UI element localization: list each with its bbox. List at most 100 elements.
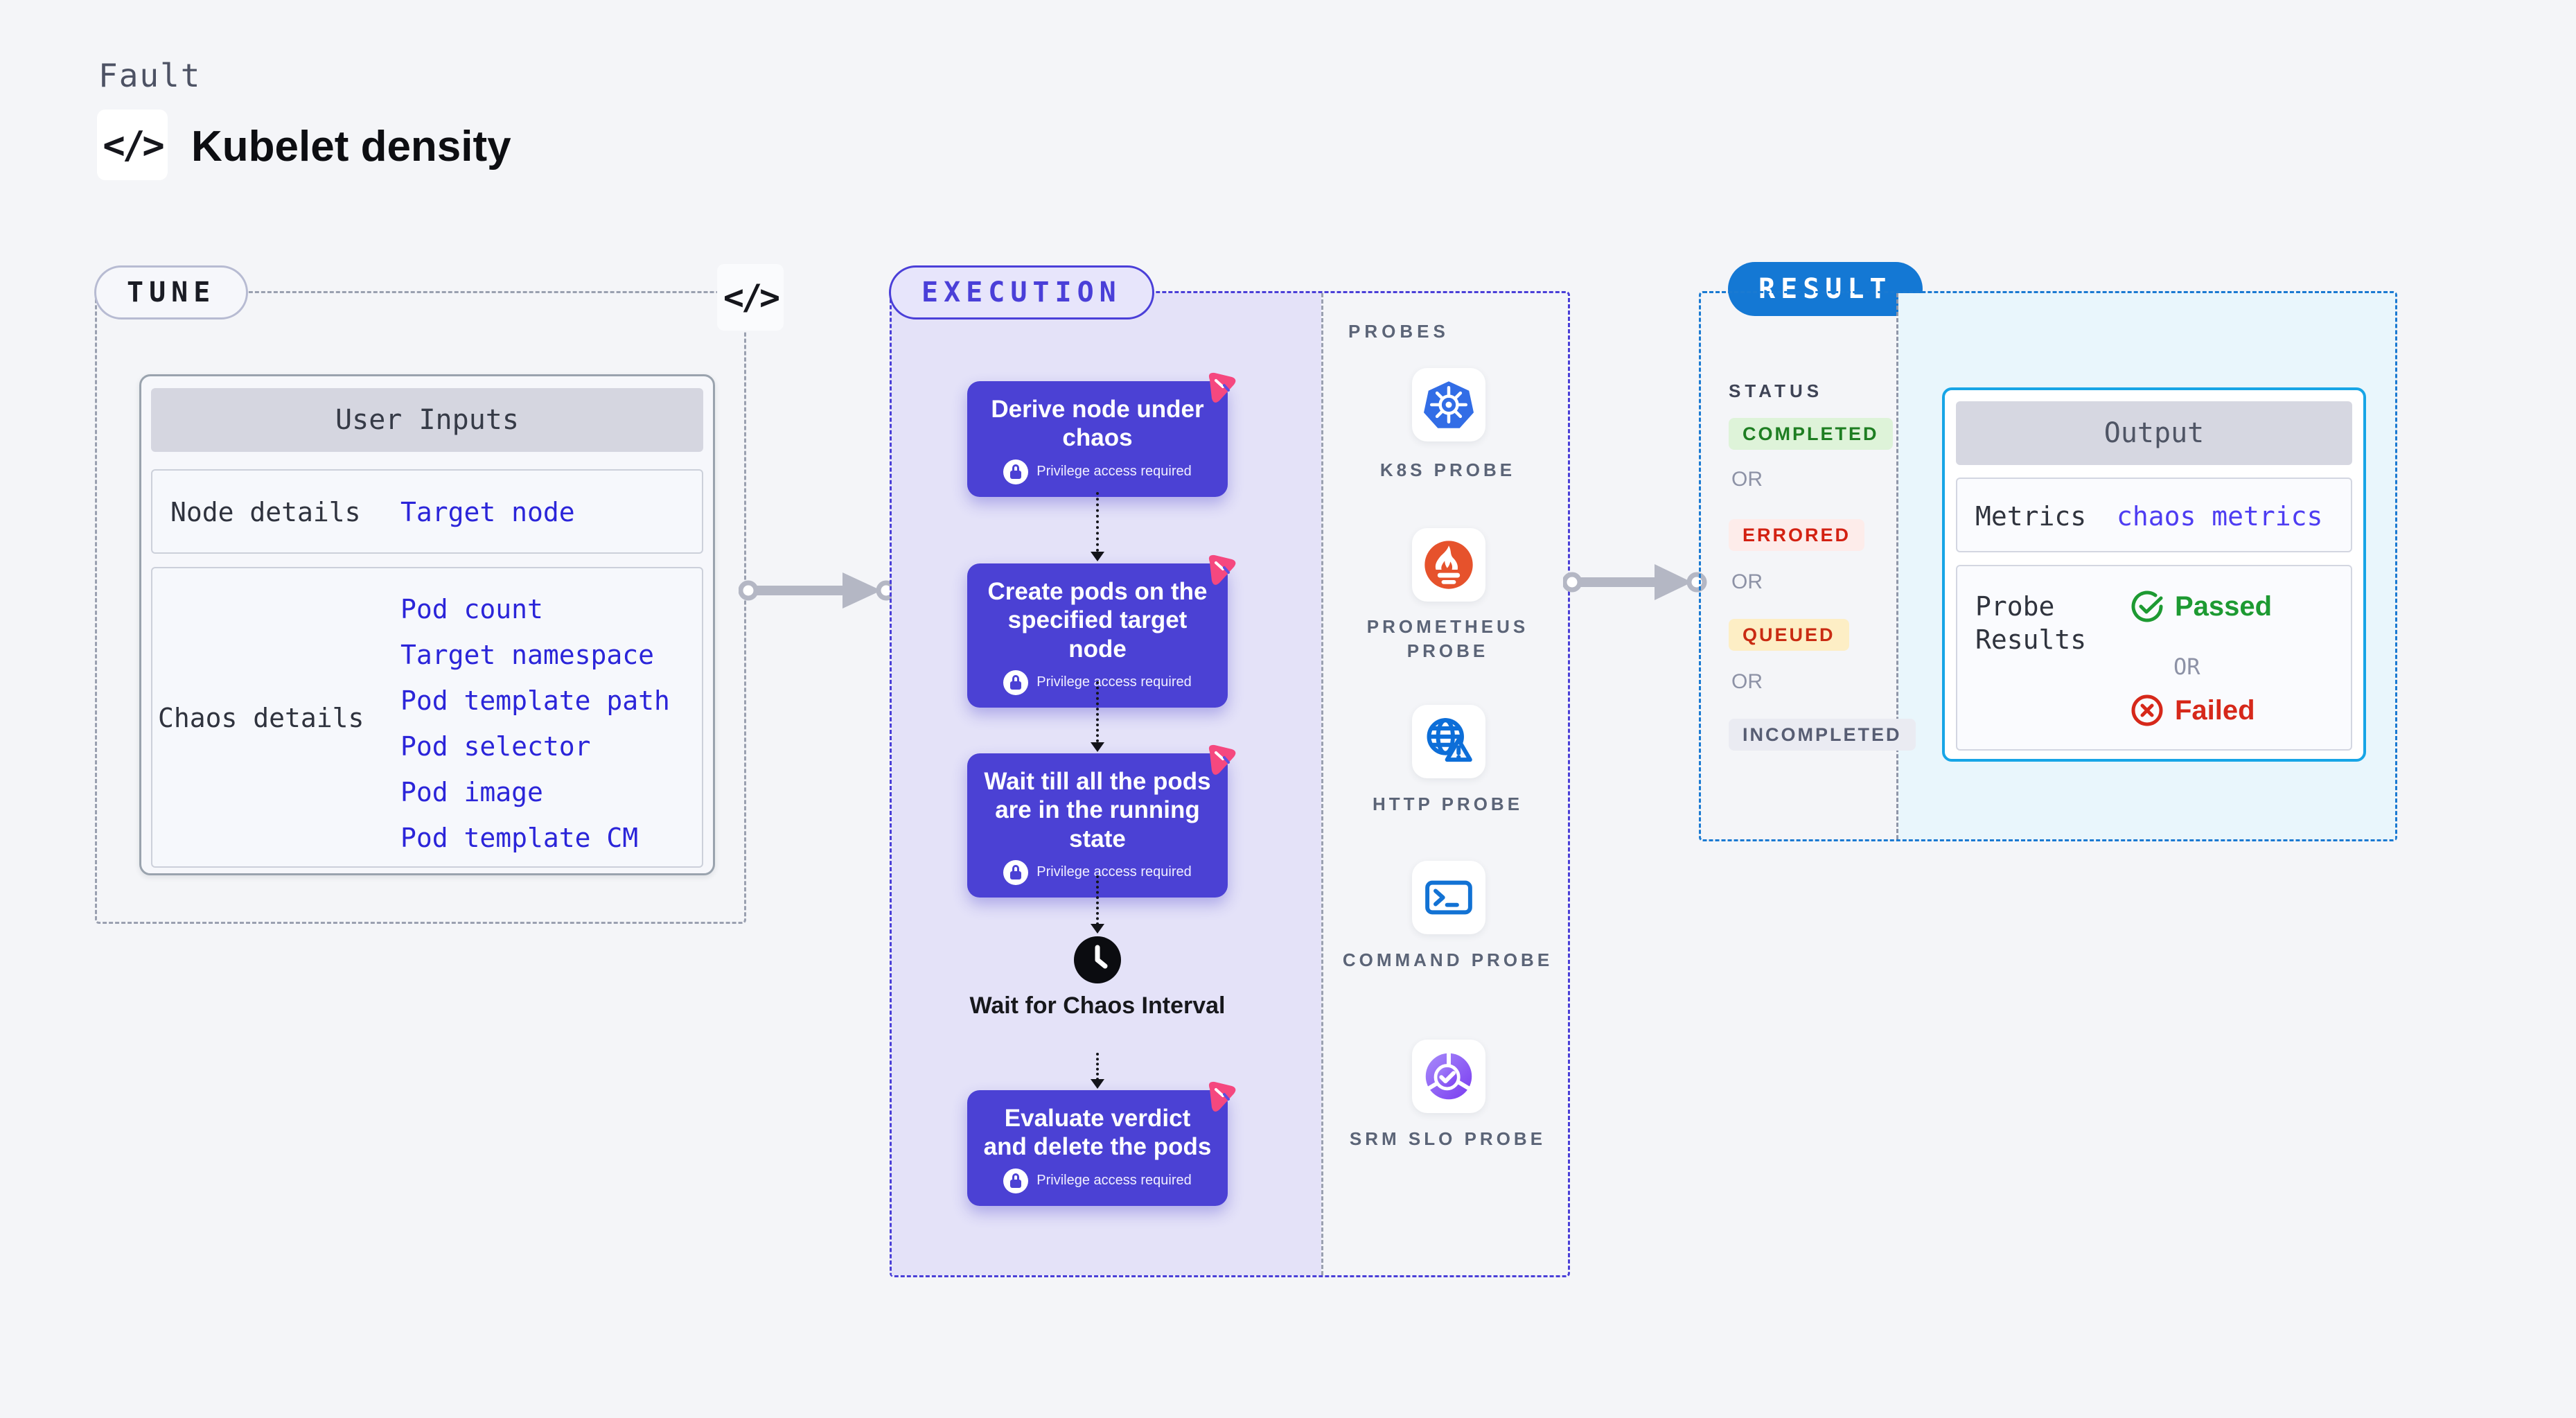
metrics-row: Metrics chaos metrics bbox=[1956, 478, 2352, 552]
litmus-icon bbox=[1208, 744, 1236, 775]
step-derive-node: Derive node under chaos Privilege access… bbox=[967, 372, 1236, 497]
kubernetes-icon bbox=[1424, 381, 1474, 428]
arrow-down-icon bbox=[1091, 924, 1104, 934]
probes-heading: PROBES bbox=[1348, 321, 1449, 342]
arrow-down-icon bbox=[1091, 552, 1104, 561]
command-probe-label: COMMAND PROBE bbox=[1342, 949, 1553, 970]
privilege-note: Privilege access required bbox=[980, 859, 1215, 885]
flow-connector bbox=[1096, 875, 1099, 925]
step-title: Derive node under chaos bbox=[991, 396, 1204, 452]
step-title: Create pods on the specified target node bbox=[987, 578, 1208, 663]
privilege-text: Privilege access required bbox=[1036, 864, 1192, 880]
privilege-note: Privilege access required bbox=[980, 669, 1215, 695]
globe-warning-icon bbox=[1427, 718, 1472, 762]
x-circle-icon bbox=[2131, 694, 2163, 726]
slo-donut-check-icon bbox=[1425, 1052, 1472, 1100]
privilege-note: Privilege access required bbox=[980, 1168, 1215, 1193]
privilege-text: Privilege access required bbox=[1036, 464, 1192, 480]
execution-to-result-arrow bbox=[1563, 564, 1707, 600]
code-icon: </> bbox=[97, 110, 168, 180]
http-probe-label: HTTP PROBE bbox=[1372, 794, 1524, 814]
step-wait-pods-running: Wait till all the pods are in the runnin… bbox=[967, 744, 1236, 898]
output-card: Output Metrics chaos metrics Probe Resul… bbox=[1942, 387, 2366, 762]
node-details-row: Node details Target node bbox=[151, 469, 703, 554]
output-title: Output bbox=[1956, 401, 2352, 465]
probes-divider bbox=[1321, 293, 1323, 1275]
arrow-down-icon bbox=[1091, 742, 1104, 752]
user-inputs-card: User Inputs Node details Target node Cha… bbox=[139, 374, 715, 875]
tune-to-execution-arrow bbox=[739, 572, 897, 609]
chaos-metrics-link[interactable]: chaos metrics bbox=[2117, 501, 2323, 532]
lock-icon bbox=[1003, 1168, 1029, 1193]
privilege-text: Privilege access required bbox=[1036, 674, 1192, 690]
flow-connector bbox=[1096, 492, 1099, 552]
arrow-down-icon bbox=[1091, 1079, 1104, 1089]
page-title: Kubelet density bbox=[191, 123, 511, 170]
fault-eyebrow: Fault bbox=[98, 57, 202, 94]
srm-slo-probe-label: SRM SLO PROBE bbox=[1349, 1128, 1546, 1149]
litmus-icon bbox=[1208, 372, 1236, 403]
pod-template-path-link[interactable]: Pod template path bbox=[400, 685, 670, 716]
metrics-label: Metrics bbox=[1975, 501, 2087, 532]
status-or: OR bbox=[1731, 570, 1763, 593]
result-section: STATUS COMPLETED OR ERRORED OR QUEUED OR… bbox=[1699, 291, 2397, 841]
passed-label: Passed bbox=[2175, 590, 2273, 622]
prometheus-icon bbox=[1424, 541, 1473, 589]
privilege-text: Privilege access required bbox=[1036, 1173, 1192, 1189]
prometheus-probe-card bbox=[1412, 528, 1485, 602]
passed-verdict: Passed bbox=[2131, 590, 2272, 623]
lock-icon bbox=[1003, 669, 1029, 695]
wait-chaos-interval-label: Wait for Chaos Interval bbox=[969, 992, 1226, 1019]
clock-icon bbox=[1074, 936, 1121, 983]
k8s-probe-card bbox=[1412, 368, 1485, 441]
command-probe-card bbox=[1412, 861, 1485, 934]
status-or: OR bbox=[1731, 670, 1763, 693]
terminal-icon bbox=[1425, 880, 1472, 915]
target-namespace-link[interactable]: Target namespace bbox=[400, 640, 655, 670]
lock-icon bbox=[1003, 859, 1029, 885]
user-inputs-title: User Inputs bbox=[151, 388, 703, 452]
status-heading: STATUS bbox=[1729, 380, 1824, 401]
flow-connector bbox=[1096, 681, 1099, 742]
execution-badge: EXECUTION bbox=[889, 265, 1154, 320]
tune-badge: TUNE bbox=[94, 265, 249, 320]
result-badge: RESULT bbox=[1728, 262, 1923, 316]
node-details-label: Node details bbox=[170, 497, 361, 527]
target-node-link[interactable]: Target node bbox=[400, 497, 575, 527]
chaos-details-row: Chaos details Pod count Target namespace… bbox=[151, 567, 703, 868]
prometheus-probe-label: PROMETHEUS PROBE bbox=[1366, 616, 1529, 661]
status-badge-completed: COMPLETED bbox=[1729, 418, 1893, 450]
tune-code-icon: </> bbox=[717, 264, 784, 331]
litmus-icon bbox=[1208, 554, 1236, 585]
failed-label: Failed bbox=[2175, 694, 2255, 726]
chaos-details-label: Chaos details bbox=[158, 703, 364, 733]
srm-slo-probe-card bbox=[1412, 1040, 1485, 1113]
pod-count-link[interactable]: Pod count bbox=[400, 594, 543, 624]
step-title: Evaluate verdict and delete the pods bbox=[983, 1105, 1212, 1161]
pod-template-cm-link[interactable]: Pod template CM bbox=[400, 823, 639, 853]
result-divider bbox=[1896, 293, 1898, 839]
flow-connector bbox=[1096, 1053, 1099, 1080]
check-circle-icon bbox=[2131, 590, 2163, 622]
status-or: OR bbox=[1731, 468, 1763, 491]
step-title: Wait till all the pods are in the runnin… bbox=[984, 768, 1211, 852]
pod-image-link[interactable]: Pod image bbox=[400, 777, 543, 807]
chaos-details-values: Pod count Target namespace Pod template … bbox=[400, 586, 670, 861]
status-badge-incompleted: INCOMPLETED bbox=[1729, 719, 1916, 751]
probe-results-label: Probe Results bbox=[1975, 591, 2087, 655]
privilege-note: Privilege access required bbox=[980, 459, 1215, 484]
tune-section: TUNE </> User Inputs Node details Target… bbox=[94, 264, 784, 924]
failed-verdict: Failed bbox=[2131, 694, 2255, 727]
pod-selector-link[interactable]: Pod selector bbox=[400, 731, 591, 762]
verdict-or: OR bbox=[2173, 654, 2200, 680]
execution-section: EXECUTION Derive node under chaos Privil… bbox=[889, 265, 1572, 1277]
k8s-probe-label: K8S PROBE bbox=[1379, 459, 1516, 480]
lock-icon bbox=[1003, 459, 1029, 484]
status-badge-errored: ERRORED bbox=[1729, 519, 1865, 551]
probe-results-row: Probe Results Passed OR Failed bbox=[1956, 565, 2352, 751]
status-badge-queued: QUEUED bbox=[1729, 619, 1849, 651]
litmus-icon bbox=[1208, 1081, 1236, 1112]
http-probe-card bbox=[1412, 705, 1485, 778]
probes-panel: PROBES K8S PROBE bbox=[1323, 293, 1572, 1275]
